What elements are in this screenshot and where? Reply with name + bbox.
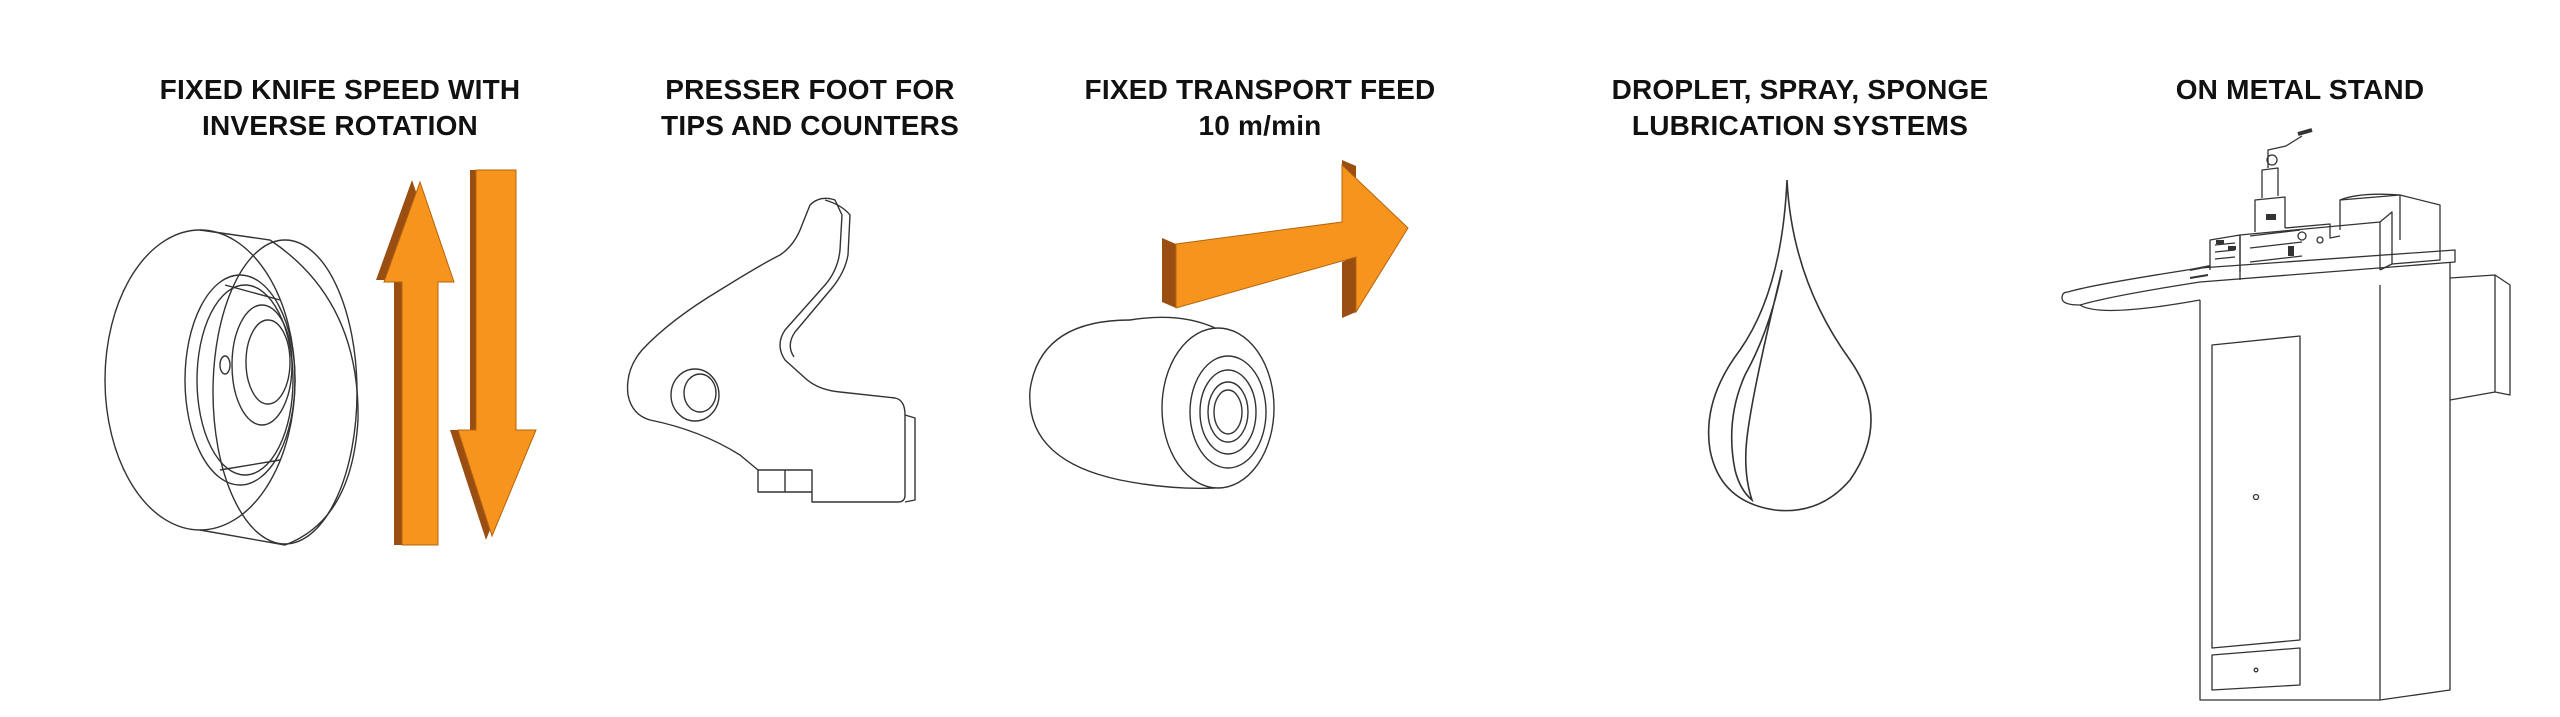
feature-title: PRESSER FOOT FOR TIPS AND COUNTERS	[580, 72, 1040, 144]
feature-title-line1: FIXED TRANSPORT FEED	[1084, 74, 1436, 105]
feature-title: ON METAL STAND	[2040, 72, 2560, 108]
feature-title: DROPLET, SPRAY, SPONGE LUBRICATION SYSTE…	[1520, 72, 2080, 144]
feed-roller-icon	[1029, 316, 1275, 490]
feature-presser-foot: PRESSER FOOT FOR TIPS AND COUNTERS	[580, 0, 1040, 717]
feature-transport-feed: FIXED TRANSPORT FEED 10 m/min	[1000, 0, 1520, 717]
feature-title-line2: INVERSE ROTATION	[202, 110, 478, 141]
feature-knife-speed: FIXED KNIFE SPEED WITH INVERSE ROTATION	[40, 0, 640, 717]
droplet-icon	[1707, 179, 1872, 512]
feed-roller-with-arrow-icon	[1029, 160, 1409, 490]
feature-title-line1: DROPLET, SPRAY, SPONGE	[1611, 74, 1989, 105]
up-arrow-icon	[376, 180, 455, 546]
presser-foot-icon	[626, 197, 916, 503]
knife-wheel-with-arrows-icon	[104, 169, 537, 546]
feature-title-line2: LUBRICATION SYSTEMS	[1631, 110, 1969, 141]
feature-metal-stand: ON METAL STAND	[2040, 0, 2560, 717]
feature-title-line1: PRESSER FOOT FOR	[665, 74, 955, 105]
feature-title: FIXED TRANSPORT FEED 10 m/min	[1000, 72, 1520, 144]
feature-title-line2: TIPS AND COUNTERS	[661, 110, 959, 141]
machine-on-stand-icon	[2061, 128, 2511, 701]
knife-wheel-icon	[104, 229, 359, 546]
down-arrow-icon	[450, 169, 537, 540]
feature-title: FIXED KNIFE SPEED WITH INVERSE ROTATION	[40, 72, 640, 144]
feature-title-line1: FIXED KNIFE SPEED WITH	[159, 74, 521, 105]
right-arrow-icon	[1162, 160, 1409, 318]
feature-lubrication: DROPLET, SPRAY, SPONGE LUBRICATION SYSTE…	[1520, 0, 2080, 717]
feature-title-line1: ON METAL STAND	[2175, 74, 2425, 105]
feature-title-line2: 10 m/min	[1198, 110, 1322, 141]
